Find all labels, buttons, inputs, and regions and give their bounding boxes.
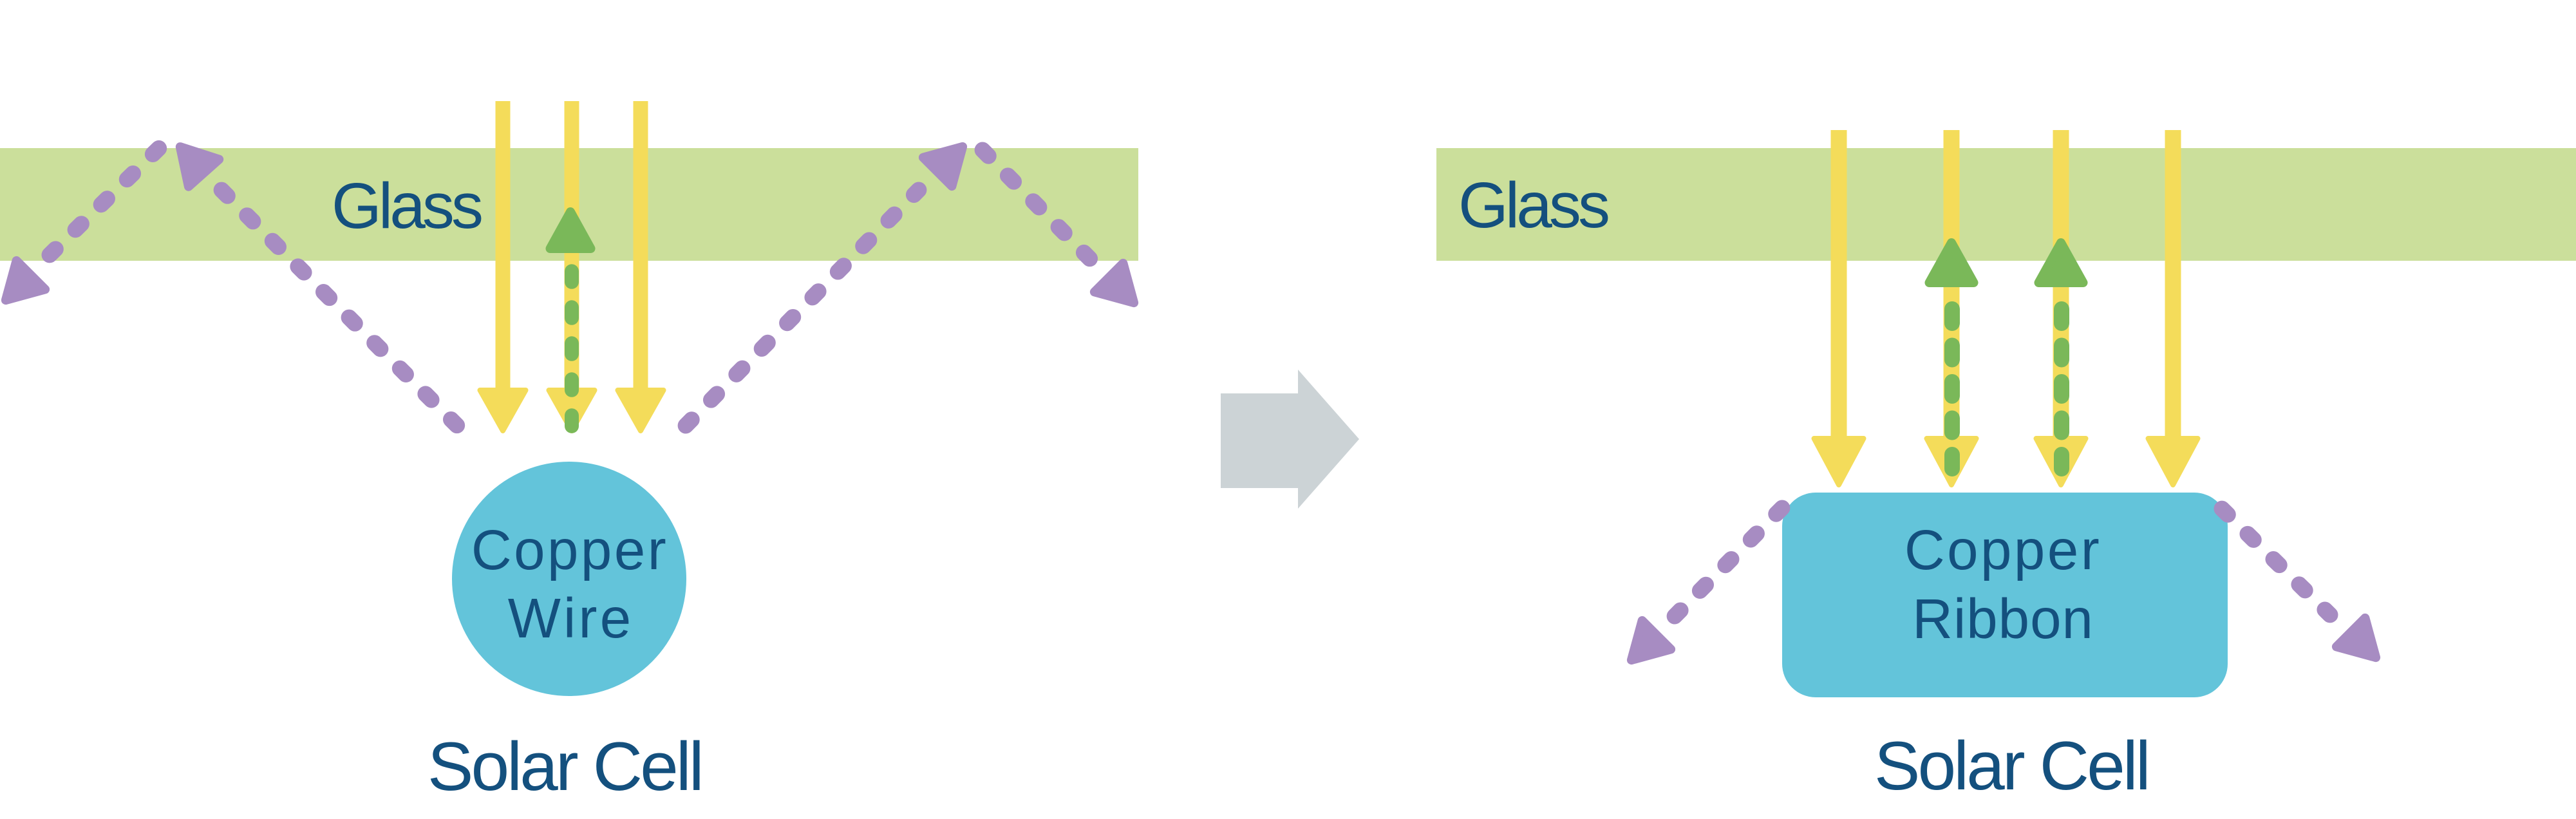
svg-text:Wire: Wire xyxy=(508,587,634,650)
svg-text:Copper: Copper xyxy=(1904,519,2101,581)
svg-text:Ribbon: Ribbon xyxy=(1912,588,2094,650)
svg-text:Solar Cell: Solar Cell xyxy=(1874,727,2148,804)
svg-text:Copper: Copper xyxy=(471,519,668,581)
svg-text:Glass: Glass xyxy=(1458,169,1608,241)
svg-text:Glass: Glass xyxy=(332,170,482,242)
svg-text:Solar Cell: Solar Cell xyxy=(428,728,702,805)
